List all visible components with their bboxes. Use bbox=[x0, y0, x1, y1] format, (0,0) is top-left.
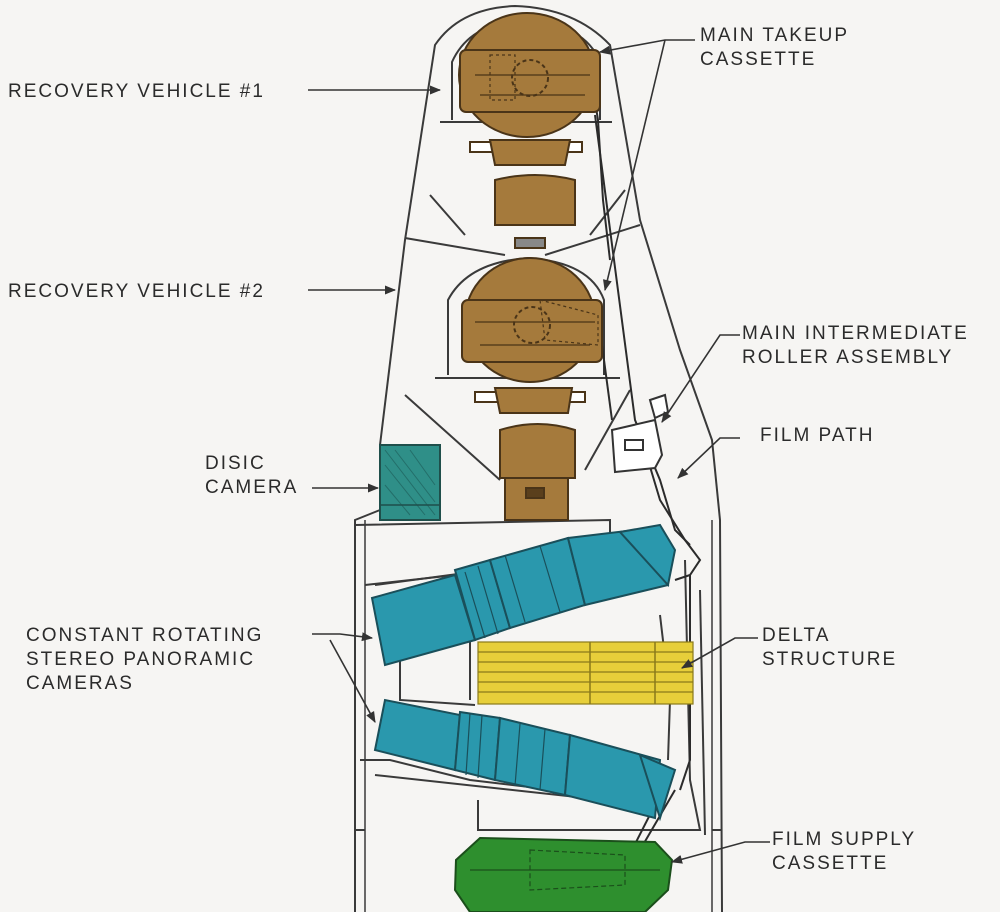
label-recovery-vehicle-1: RECOVERY VEHICLE #1 bbox=[8, 80, 265, 104]
label-line: RECOVERY VEHICLE #1 bbox=[8, 81, 265, 102]
label-line: CASSETTE bbox=[772, 853, 889, 874]
label-line: DISIC bbox=[205, 453, 266, 474]
label-main-intermediate-roller: MAIN INTERMEDIATE ROLLER ASSEMBLY bbox=[742, 322, 969, 370]
label-line: STEREO PANORAMIC bbox=[26, 649, 256, 670]
label-line: MAIN INTERMEDIATE bbox=[742, 323, 969, 344]
label-delta-structure: DELTA STRUCTURE bbox=[762, 624, 897, 672]
label-line: MAIN TAKEUP bbox=[700, 25, 850, 46]
label-line: FILM PATH bbox=[760, 425, 875, 446]
takeup-cassette-rv1 bbox=[458, 12, 601, 138]
label-line: CONSTANT ROTATING bbox=[26, 625, 264, 646]
label-disic-camera: DISIC CAMERA bbox=[205, 452, 298, 500]
disic-camera bbox=[379, 444, 441, 521]
film-supply-cassette bbox=[453, 836, 674, 912]
label-line: CAMERAS bbox=[26, 673, 134, 694]
delta-structure bbox=[477, 641, 694, 705]
rv2-lower-housing bbox=[474, 387, 586, 521]
label-panoramic-cameras: CONSTANT ROTATING STEREO PANORAMIC CAMER… bbox=[26, 624, 263, 696]
label-film-path: FILM PATH bbox=[760, 424, 874, 448]
label-line: FILM SUPPLY bbox=[772, 829, 917, 850]
label-line: STRUCTURE bbox=[762, 649, 898, 670]
label-line: CASSETTE bbox=[700, 49, 817, 70]
label-line: RECOVERY VEHICLE #2 bbox=[8, 281, 265, 302]
rv1-lower-housing bbox=[469, 139, 583, 249]
panoramic-camera-upper bbox=[370, 523, 677, 667]
label-line: DELTA bbox=[762, 625, 831, 646]
panoramic-camera-lower bbox=[373, 698, 677, 822]
label-line: CAMERA bbox=[205, 477, 299, 498]
leader-lines bbox=[308, 39, 770, 864]
takeup-cassette-rv2 bbox=[461, 257, 603, 383]
label-line: ROLLER ASSEMBLY bbox=[742, 347, 954, 368]
label-film-supply-cassette: FILM SUPPLY CASSETTE bbox=[772, 828, 916, 876]
label-main-takeup-cassette: MAIN TAKEUP CASSETTE bbox=[700, 24, 849, 72]
label-recovery-vehicle-2: RECOVERY VEHICLE #2 bbox=[8, 280, 265, 304]
